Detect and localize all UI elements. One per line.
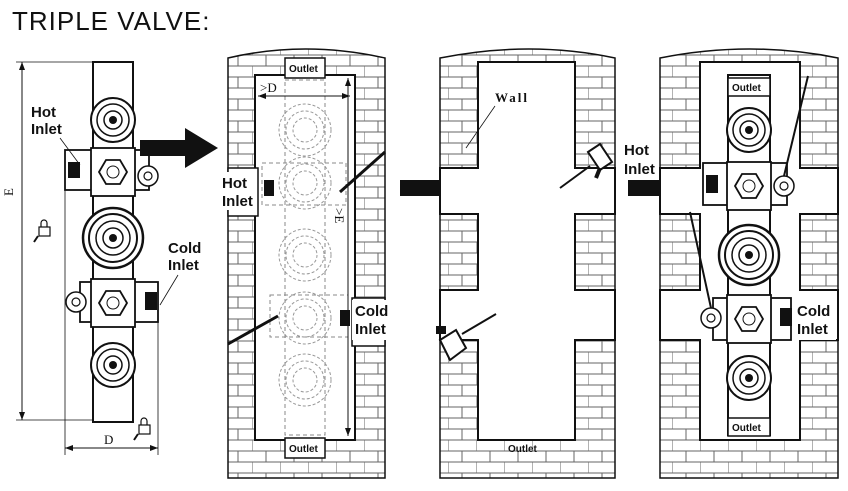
outlet-label-bottom: Outlet bbox=[289, 444, 319, 455]
padlock-icon bbox=[133, 417, 151, 441]
padlock-icon bbox=[33, 219, 51, 243]
screwdriver-icon bbox=[436, 313, 497, 362]
page-title: TRIPLE VALVE: bbox=[12, 6, 211, 36]
dim-gt-d-label: >D bbox=[260, 80, 277, 95]
hot-inlet-label-p2-1: Hot bbox=[222, 175, 247, 192]
valve-body-panel: E D Hot Inlet Cold Inlet bbox=[1, 61, 201, 455]
cold-inlet-label-p4-2: Inlet bbox=[797, 321, 828, 338]
outlet-label-p4-top: Outlet bbox=[732, 83, 762, 94]
cold-inlet-label-p2-1: Cold bbox=[355, 303, 388, 320]
hot-inlet-label-p3-1: Hot bbox=[624, 142, 649, 159]
outlet-label-p3: Outlet bbox=[508, 444, 538, 455]
valve-installed-panel: Outlet Outlet Cold Inlet bbox=[659, 48, 839, 479]
hot-inlet-label-p3-2: Inlet bbox=[624, 161, 655, 178]
outlet-label-top: Outlet bbox=[289, 64, 319, 75]
outlet-label-p4-bottom: Outlet bbox=[732, 423, 762, 434]
dim-d-label: D bbox=[104, 432, 113, 447]
cold-inlet-label-2: Inlet bbox=[168, 257, 199, 274]
hot-inlet-label-1: Hot bbox=[31, 104, 56, 121]
dim-e-label: E bbox=[1, 188, 16, 196]
cold-inlet-label-1: Cold bbox=[168, 240, 201, 257]
arrow-right-icon bbox=[140, 128, 218, 168]
hot-inlet-label-2: Inlet bbox=[31, 121, 62, 138]
wall-cutout-panel: Outlet Outlet >D >E Hot Inlet C bbox=[220, 48, 392, 479]
cold-inlet-label-p4-1: Cold bbox=[797, 303, 830, 320]
dim-gt-e-label: >E bbox=[332, 208, 347, 223]
drill-icon bbox=[559, 142, 614, 189]
cold-inlet-label-p2-2: Inlet bbox=[355, 321, 386, 338]
hot-inlet-label-p2-2: Inlet bbox=[222, 193, 253, 210]
wall-label: Wall bbox=[495, 90, 529, 105]
wall-chase-panel: Wall Outlet bbox=[436, 48, 616, 479]
